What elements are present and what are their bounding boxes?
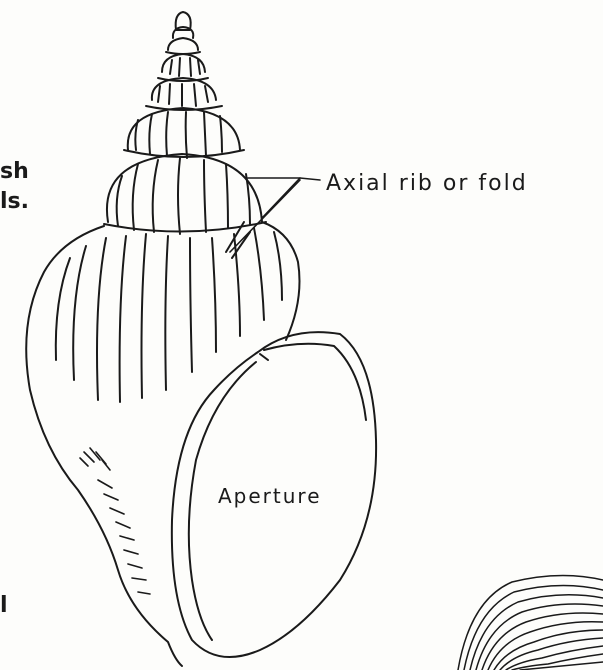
whorl-three (124, 108, 244, 158)
columella-hatching (80, 448, 150, 594)
axial-rib-label: Axial rib or fold (326, 171, 528, 196)
aperture-label: Aperture (218, 484, 322, 508)
body-whorl (26, 222, 299, 666)
shell-apex (173, 12, 193, 38)
cut-off-label-middle: ls. (0, 189, 29, 214)
neighbor-shell-fragment (458, 575, 603, 670)
cut-off-label-bottom: l (0, 593, 8, 618)
spire-whorls (146, 38, 222, 110)
whorl-four (104, 154, 266, 234)
cut-off-label-top: sh (0, 159, 29, 184)
